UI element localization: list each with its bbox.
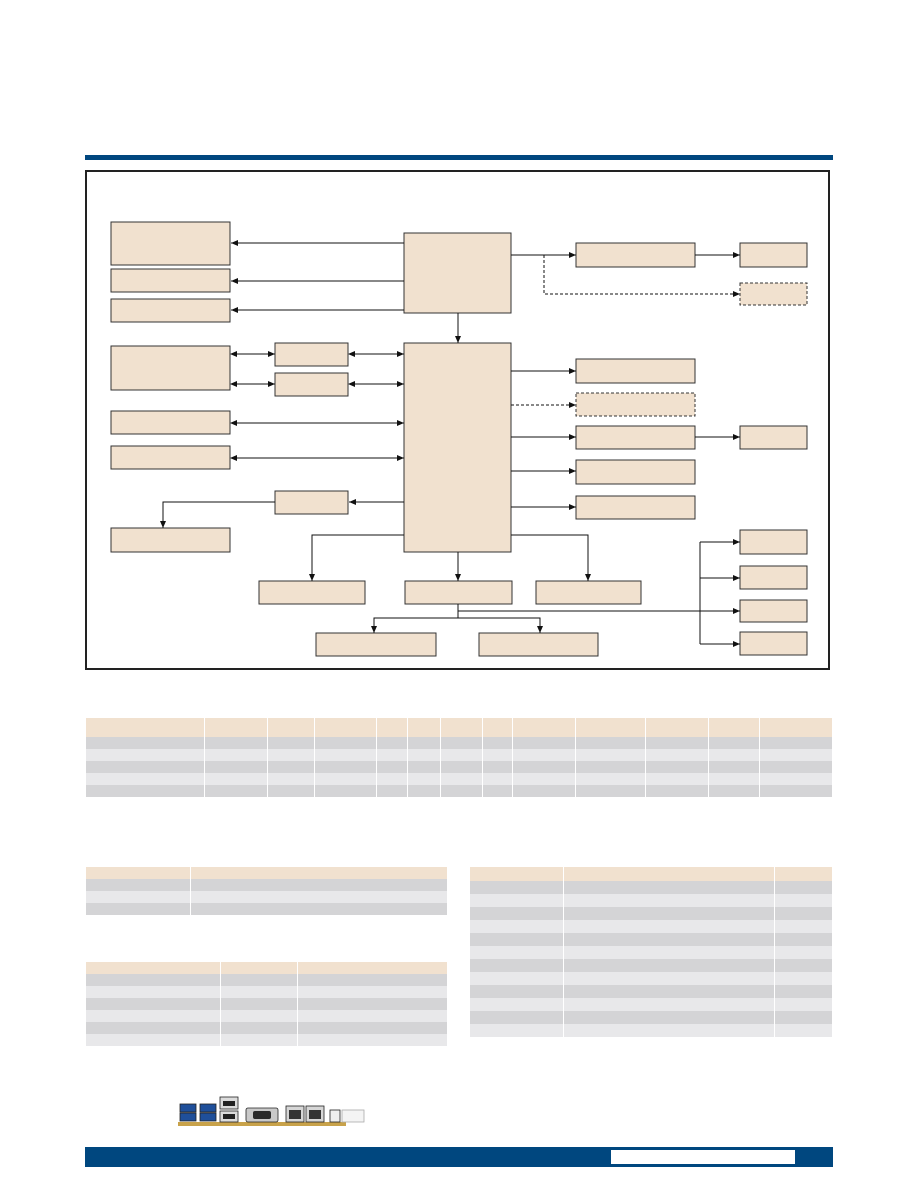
table-row [470, 933, 832, 946]
table-header-row [86, 962, 447, 974]
block-left-6 [110, 445, 231, 470]
table-row [86, 1010, 447, 1022]
block-mid-1 [274, 342, 349, 367]
block-far-right-5 [739, 565, 808, 590]
block-diagram-frame [85, 170, 830, 670]
table-row [86, 1022, 447, 1034]
table-header-row [86, 867, 447, 879]
table-row [86, 773, 832, 785]
header-rule [85, 155, 833, 160]
table-row [470, 1024, 832, 1037]
block-far-right-2-optional [739, 282, 808, 306]
table-row [470, 907, 832, 920]
table-row [470, 1011, 832, 1024]
displayport-icon [219, 1096, 239, 1123]
table-row [86, 1034, 447, 1046]
table-row [470, 972, 832, 985]
rear-io-panel-image [178, 1096, 365, 1126]
block-right-6 [575, 495, 696, 520]
table-row [86, 785, 832, 797]
block-far-right-6 [739, 599, 808, 623]
block-far-right-4 [739, 529, 808, 555]
left-table-bottom [86, 962, 447, 1046]
block-left-1 [110, 221, 231, 266]
block-left-3 [110, 298, 231, 323]
block-left-4 [110, 345, 231, 391]
block-bottom-1 [258, 580, 366, 605]
block-right-5 [575, 459, 696, 485]
table-row [86, 974, 447, 986]
table-row [86, 879, 447, 891]
table-row [86, 891, 447, 903]
block-bottom-3 [535, 580, 642, 605]
block-right-4 [575, 425, 696, 450]
table-row [86, 986, 447, 998]
table-row [470, 985, 832, 998]
block-far-right-3 [739, 425, 808, 450]
left-table-top [86, 867, 447, 915]
table-row [470, 920, 832, 933]
table-row [470, 959, 832, 972]
table-row [470, 946, 832, 959]
footer-bar [85, 1147, 833, 1167]
usb-port-icon [179, 1103, 217, 1122]
block-right-3-optional [575, 392, 696, 417]
block-bottom-5 [478, 632, 599, 657]
block-bottom-2 [404, 580, 513, 605]
block-cpu [403, 232, 512, 314]
table-row [470, 894, 832, 907]
right-table [470, 867, 832, 1037]
block-mid-3 [274, 490, 349, 515]
block-far-right-1 [739, 242, 808, 268]
block-far-right-7 [739, 631, 808, 656]
block-right-2 [575, 358, 696, 384]
table-header-row [470, 867, 832, 881]
footer-label-box [611, 1150, 795, 1164]
audio-port-icon [329, 1109, 365, 1123]
table-row [86, 749, 832, 761]
table-header-row [86, 718, 832, 737]
table-row [470, 881, 832, 894]
spec-table [86, 718, 832, 797]
table-row [86, 903, 447, 915]
block-right-1 [575, 242, 696, 268]
table-row [86, 737, 832, 749]
block-left-5 [110, 410, 231, 435]
block-bottom-4 [315, 632, 437, 657]
block-pch [403, 342, 512, 553]
table-row [86, 761, 832, 773]
ethernet-port-icon [285, 1105, 325, 1123]
block-left-2 [110, 268, 231, 293]
table-row [470, 998, 832, 1011]
block-mid-2 [274, 372, 349, 397]
block-left-7 [110, 527, 231, 553]
block-diagram [110, 221, 808, 657]
serial-port-icon [245, 1107, 279, 1123]
table-row [86, 998, 447, 1010]
